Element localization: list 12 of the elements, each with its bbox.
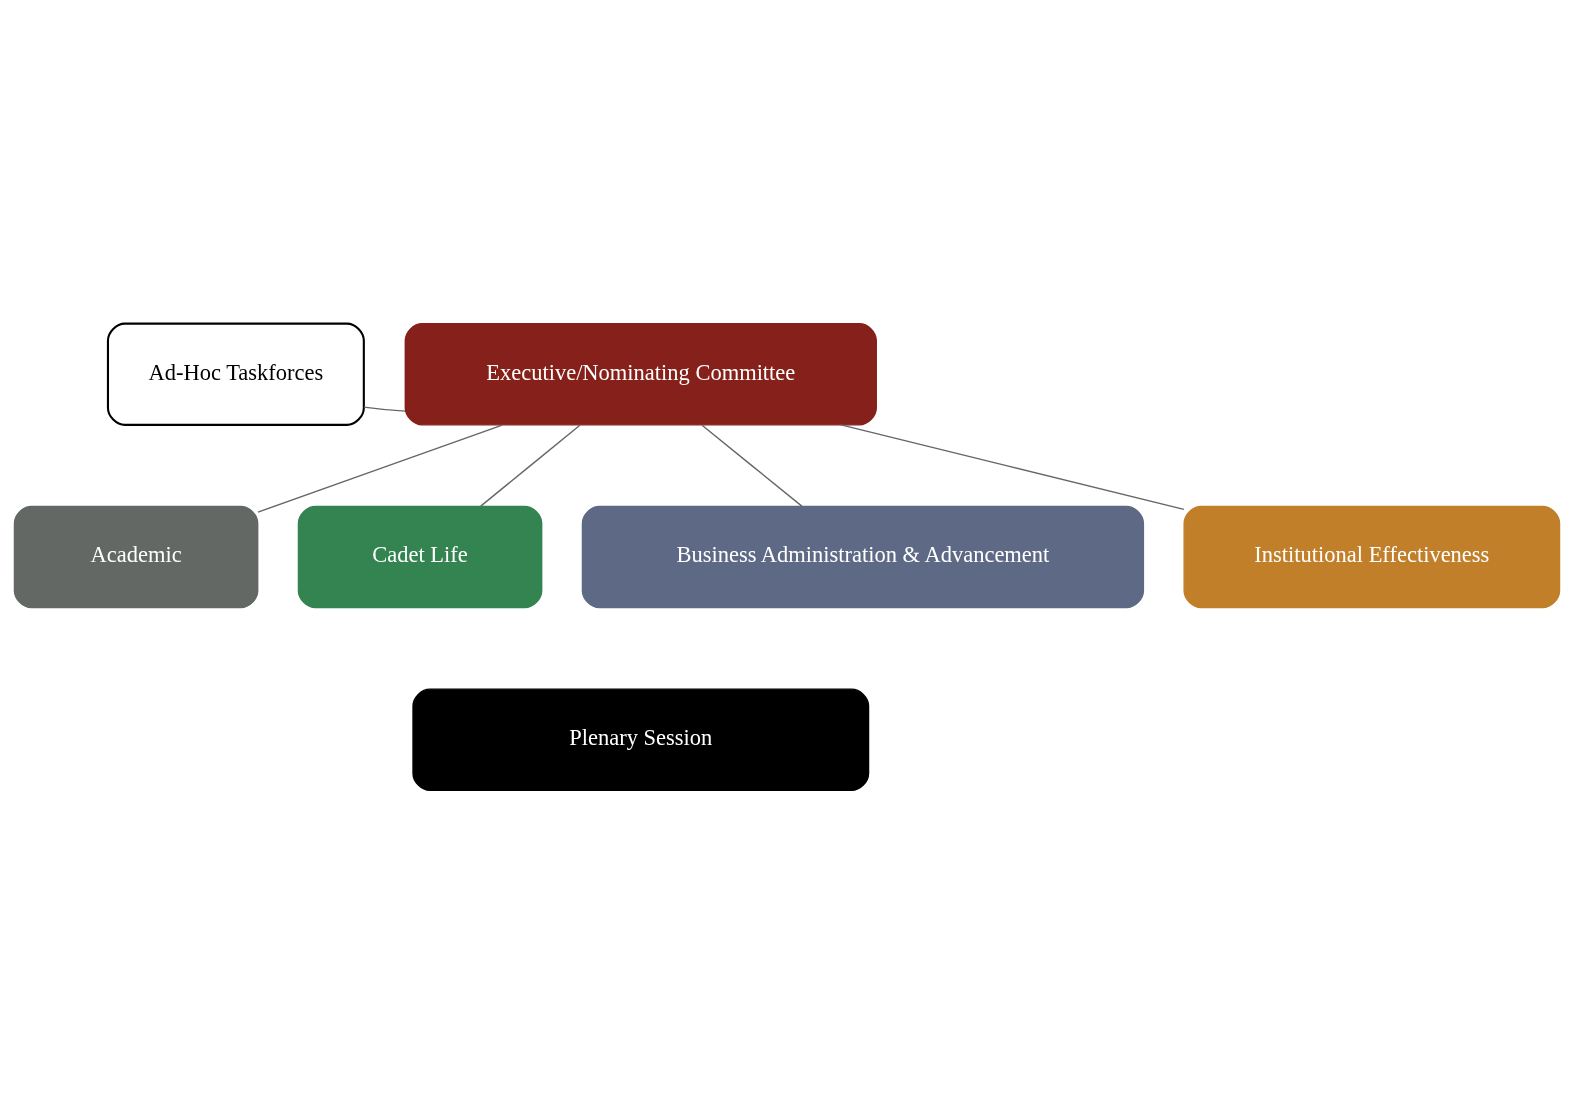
node-box: Institutional Effectiveness (1183, 505, 1561, 609)
connector (480, 424, 581, 507)
connector (701, 424, 803, 507)
connector (840, 424, 1185, 511)
connector (363, 406, 406, 412)
connector (257, 424, 503, 513)
node-box: Academic (13, 505, 259, 609)
node-box: Plenary Session (412, 688, 870, 792)
node-box: Executive/Nominating Committee (404, 322, 877, 426)
node-box: Ad-Hoc Taskforces (106, 322, 365, 426)
node-box: Cadet Life (297, 505, 543, 609)
node-box: Business Administration & Advancement (581, 505, 1145, 609)
